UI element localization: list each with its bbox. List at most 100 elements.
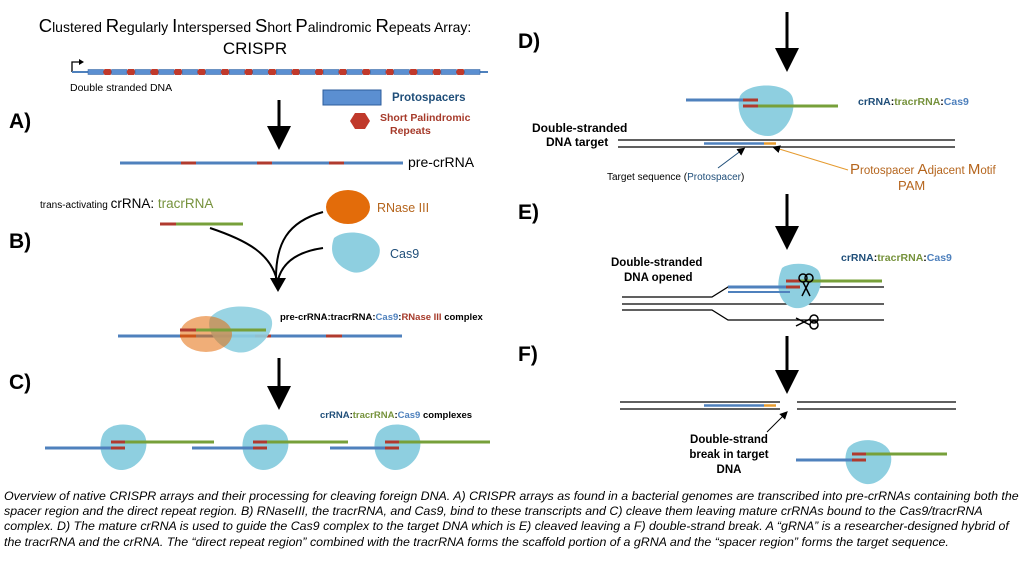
broken-dna — [620, 401, 956, 410]
released-complex-f — [796, 440, 947, 485]
pam-rest: otif — [980, 165, 996, 177]
array-repeat-hexagon — [267, 69, 277, 75]
array-spacer — [393, 69, 410, 75]
complexes-label: crRNA:tracrRNA:Cas9 complexes — [320, 410, 472, 421]
cas9-label: Cas9 — [390, 247, 419, 261]
panel-a-label: A) — [9, 110, 31, 133]
array-repeat-hexagon — [432, 69, 442, 75]
array-repeat-hexagon — [197, 69, 207, 75]
break-label-2: break in target — [689, 449, 768, 461]
title-rest: alindromic — [308, 19, 376, 35]
opened-dna — [622, 263, 884, 330]
array-repeat-hexagon — [173, 69, 183, 75]
array-repeat-hexagon — [455, 69, 465, 75]
pam-rest: rotospacer — [860, 165, 918, 177]
panel-d-label: D) — [518, 30, 540, 53]
array-spacer — [181, 69, 198, 75]
promoter-arrow-icon — [71, 61, 82, 72]
title-rest: egularly — [119, 19, 172, 35]
title-rest: lustered — [52, 19, 106, 35]
array-spacer — [323, 69, 340, 75]
array-spacer — [158, 69, 175, 75]
protospacers-label: Protospacers — [392, 92, 466, 104]
promoter-arrowhead-icon — [79, 59, 84, 65]
pam-full-label: Protospacer Adjacent Motif — [850, 161, 996, 178]
crispr-array — [71, 59, 488, 75]
guide-complex-d — [686, 85, 838, 136]
complex-b-rnase — [180, 316, 232, 352]
pam-capital: M — [968, 161, 981, 178]
title-line1: Clustered Regularly Interspersed Short P… — [39, 15, 472, 36]
panel-f-label: F) — [518, 343, 538, 366]
array-spacer — [228, 69, 245, 75]
title-line2: CRISPR — [223, 39, 287, 58]
array-repeat-hexagon — [103, 69, 113, 75]
scissors-icon — [798, 273, 814, 297]
ds-target-label-2: DNA target — [546, 135, 608, 149]
cas9-d — [738, 85, 794, 136]
break-label-3: DNA — [717, 464, 742, 476]
pre-crrna-complex — [118, 306, 402, 353]
array-spacer — [205, 69, 222, 75]
array-spacer — [111, 69, 128, 75]
title-rest: epeats Array: — [389, 19, 472, 35]
ds-target-label-1: Double-stranded — [532, 121, 627, 135]
array-spacer — [252, 69, 269, 75]
cas9-shape — [332, 232, 380, 273]
ds-opened-label-2: DNA opened — [624, 272, 693, 284]
title-rest: hort — [267, 19, 295, 35]
pre-crrna-label: pre-crRNA — [408, 154, 475, 170]
array-repeat-hexagon — [314, 69, 324, 75]
protospacer-legend-swatch — [322, 89, 382, 106]
rnase-iii-label: RNase III — [377, 201, 429, 215]
target-pointer — [717, 147, 746, 169]
pam-capital: A — [918, 161, 928, 178]
array-repeat-hexagon — [126, 69, 136, 75]
title-capital: C — [39, 15, 52, 36]
title-capital: P — [295, 15, 307, 36]
title-capital: S — [255, 15, 267, 36]
break-pointer — [766, 411, 788, 433]
ds-opened-label-1: Double-stranded — [611, 257, 702, 269]
array-spacer — [299, 69, 316, 75]
array-spacer — [346, 69, 363, 75]
title-capital: R — [106, 15, 119, 36]
arrow-b-icon — [270, 278, 286, 292]
double-stranded-dna-label: Double stranded DNA — [70, 82, 172, 94]
title-capital: R — [375, 15, 388, 36]
pam-pointer — [772, 145, 849, 171]
title-rest: nterspersed — [177, 19, 255, 35]
pam-label: PAM — [898, 178, 925, 193]
rnase-iii-shape — [326, 190, 370, 224]
short-palindromic-label-1: Short Palindromic — [380, 112, 471, 124]
array-spacer — [440, 69, 457, 75]
pam-capital: P — [850, 161, 860, 178]
array-spacer — [87, 69, 104, 75]
break-label-1: Double-strand — [690, 434, 768, 446]
panel-b-label: B) — [9, 230, 31, 253]
short-palindromic-label-2: Repeats — [390, 125, 431, 137]
array-repeat-hexagon — [338, 69, 348, 75]
array-repeat-hexagon — [220, 69, 230, 75]
array-repeat-hexagon — [244, 69, 254, 75]
array-spacer — [275, 69, 293, 75]
scissors-icon — [795, 314, 819, 330]
complex-e-label: crRNA:tracrRNA:Cas9 — [841, 252, 952, 264]
mature-complexes — [45, 424, 490, 470]
complex-b-label: pre-crRNA:tracrRNA:Cas9:RNase III comple… — [280, 312, 483, 323]
panel-c-label: C) — [9, 371, 31, 394]
array-spacer — [464, 69, 481, 75]
target-sequence-label: Target sequence (Protospacer) — [607, 172, 744, 183]
repeat-legend-hexagon-icon — [350, 113, 370, 129]
trans-activating-label: trans-activating crRNA: tracrRNA — [40, 196, 213, 211]
array-spacer — [417, 69, 434, 75]
complex-d-label: crRNA:tracrRNA:Cas9 — [858, 96, 969, 108]
converge-line-2 — [209, 227, 279, 287]
converge-line-3 — [277, 247, 324, 281]
title-capital: I — [172, 15, 177, 36]
figure-caption: Overview of native CRISPR arrays and the… — [4, 489, 1019, 549]
panel-e-label: E) — [518, 201, 539, 224]
pam-rest: djacent — [928, 165, 968, 177]
